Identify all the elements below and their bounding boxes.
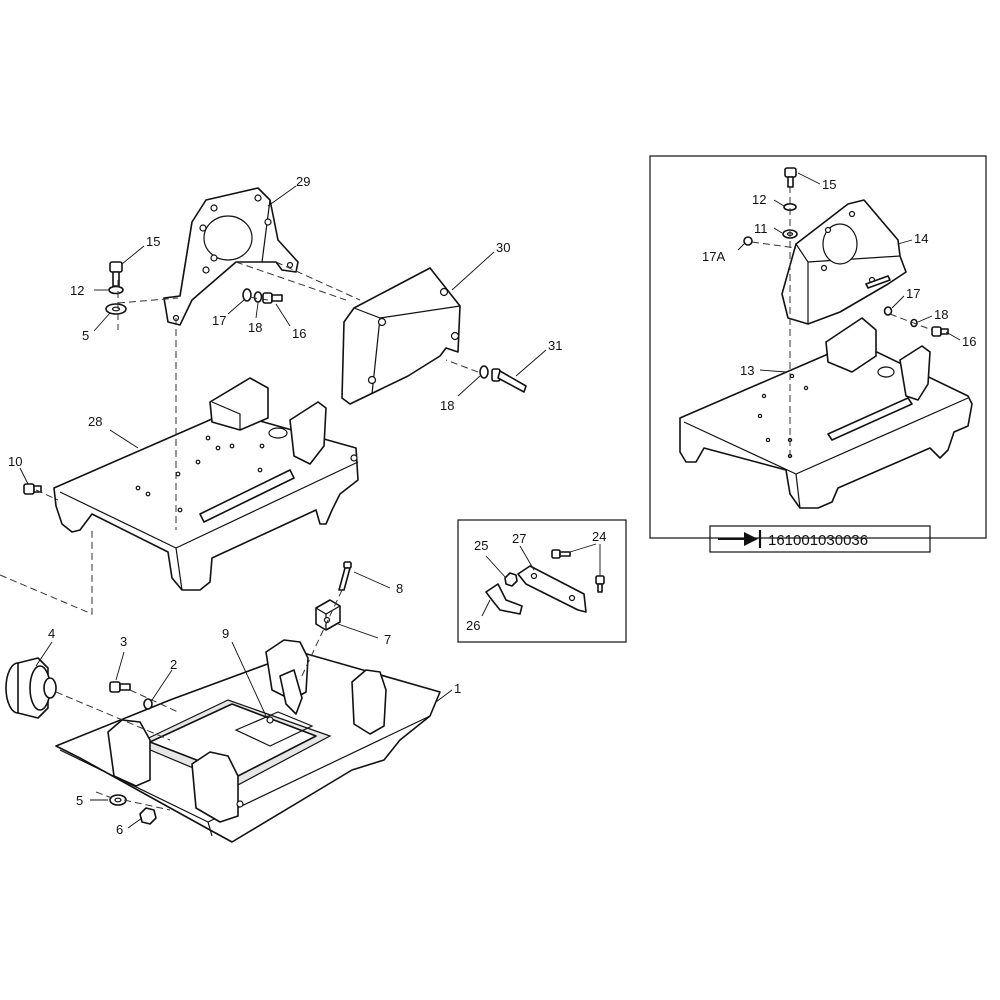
callout-24: 24 bbox=[592, 529, 606, 544]
assembly-lines-alt bbox=[751, 186, 933, 460]
callout-26: 26 bbox=[466, 618, 480, 633]
callout-5-top: 5 bbox=[82, 328, 89, 343]
callout-12-left: 12 bbox=[70, 283, 84, 298]
lock-washer-18-cover bbox=[479, 365, 489, 379]
arrow-bar-icon bbox=[718, 530, 762, 548]
bolt-24-lower bbox=[595, 575, 605, 593]
callout-18-cover: 18 bbox=[440, 398, 454, 413]
callout-29: 29 bbox=[296, 174, 310, 189]
callout-12-alt: 12 bbox=[752, 192, 766, 207]
callout-6: 6 bbox=[116, 822, 123, 837]
nut-25 bbox=[504, 572, 518, 587]
nut-6 bbox=[139, 807, 157, 825]
callout-17-left: 17 bbox=[212, 313, 226, 328]
callout-10: 10 bbox=[8, 454, 22, 469]
callout-labels: 29 15 12 5 17 18 16 30 31 18 28 10 8 7 9… bbox=[8, 174, 976, 837]
callout-18-left: 18 bbox=[248, 320, 262, 335]
callout-8: 8 bbox=[396, 581, 403, 596]
callout-4: 4 bbox=[48, 626, 55, 641]
part-1-base-plate bbox=[55, 639, 441, 843]
callout-15-alt: 15 bbox=[822, 177, 836, 192]
washer-17A-alt bbox=[743, 236, 753, 246]
bolt-16-alt bbox=[931, 326, 949, 337]
callout-16-left: 16 bbox=[292, 326, 306, 341]
callout-9: 9 bbox=[222, 626, 229, 641]
part-7-damper-block bbox=[315, 599, 341, 631]
bolt-8 bbox=[338, 561, 352, 591]
flat-washer-5-bottom bbox=[109, 794, 127, 806]
callout-14-alt: 14 bbox=[914, 231, 928, 246]
callout-25: 25 bbox=[474, 538, 488, 553]
callout-17A-alt: 17A bbox=[702, 249, 725, 264]
bolt-24-upper bbox=[551, 549, 571, 559]
inset-box-alternate-assembly bbox=[649, 155, 987, 539]
callout-28: 28 bbox=[88, 414, 102, 429]
callout-27: 27 bbox=[512, 531, 526, 546]
bolt-15-left bbox=[109, 261, 123, 287]
part-30-cover bbox=[341, 267, 461, 405]
part-26-clip bbox=[485, 583, 523, 615]
lock-washer-2 bbox=[143, 698, 153, 710]
flat-washer-5-top bbox=[105, 303, 127, 315]
callout-3: 3 bbox=[120, 634, 127, 649]
assembly-lines bbox=[0, 261, 479, 811]
serial-number-text: 161001030036 bbox=[768, 532, 868, 549]
inset-box-brackets bbox=[457, 519, 627, 643]
lock-washer-18-left bbox=[253, 291, 263, 303]
part-29-mounting-bracket bbox=[163, 187, 299, 326]
bolt-3 bbox=[109, 681, 131, 693]
callout-1: 1 bbox=[454, 681, 461, 696]
callout-11-alt: 11 bbox=[754, 221, 768, 236]
callout-18-alt: 18 bbox=[934, 307, 948, 322]
callout-16-alt: 16 bbox=[962, 334, 976, 349]
leader-lines bbox=[19, 172, 961, 829]
washer-17-left bbox=[242, 288, 252, 302]
bolt-16-left bbox=[262, 292, 283, 304]
lock-washer-12-left bbox=[108, 285, 124, 295]
bolt-15-alt bbox=[784, 167, 797, 188]
callout-5-bottom: 5 bbox=[76, 793, 83, 808]
part-4-rubber-mount bbox=[5, 657, 57, 719]
part-28-frame-plate bbox=[53, 377, 359, 591]
callout-7: 7 bbox=[384, 632, 391, 647]
part-14-mount-bracket-alt bbox=[781, 199, 907, 325]
part-27-bracket-plate bbox=[517, 565, 587, 613]
part-13-frame-plate-alt bbox=[679, 317, 973, 509]
callout-17-alt: 17 bbox=[906, 286, 920, 301]
callout-2: 2 bbox=[170, 657, 177, 672]
washer-17-alt bbox=[883, 306, 893, 316]
serial-reference-box: 161001030036 bbox=[709, 525, 931, 553]
callout-15-left: 15 bbox=[146, 234, 160, 249]
bolt-10 bbox=[23, 483, 42, 495]
callout-30: 30 bbox=[496, 240, 510, 255]
bolt-31 bbox=[491, 368, 527, 393]
callout-13-alt: 13 bbox=[740, 363, 754, 378]
callout-31: 31 bbox=[548, 338, 562, 353]
